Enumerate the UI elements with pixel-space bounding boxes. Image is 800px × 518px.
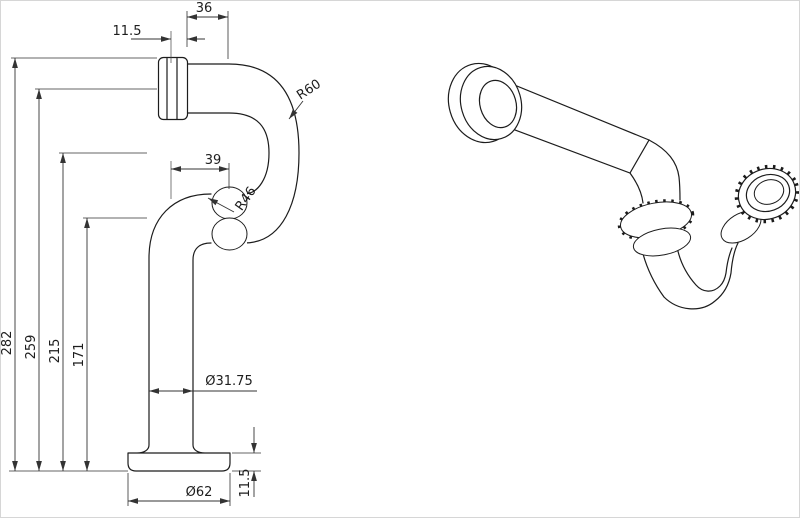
extension-lines	[9, 11, 261, 506]
inlet-nut-knurl-lines	[166, 57, 178, 120]
orthographic-view: 36 11.5 R60 39 R46 282 259 215 171	[1, 1, 324, 506]
dim-label-upper-bend-radius: R60	[294, 77, 324, 104]
dim-label-inlet-axis-height: 259	[24, 335, 39, 360]
dim-label-stub-length: 39	[205, 153, 222, 168]
downleg-washer-ring	[632, 227, 692, 257]
dim-label-inlet-offset: 11.5	[113, 24, 142, 39]
stub-union-nut-lower-ring	[211, 217, 248, 251]
trap-body	[629, 139, 739, 310]
inlet-union-nut	[157, 56, 189, 121]
downleg-nut-knurl	[617, 199, 695, 241]
dim-label-overall-height: 282	[1, 331, 15, 356]
inlet-pipe	[498, 81, 650, 174]
leader-upper-bend-radius	[288, 100, 304, 120]
dim-label-pipe-diameter: Ø31.75	[205, 374, 252, 389]
dim-label-base-diameter: Ø62	[186, 485, 213, 500]
dim-label-bend-axis-height: 215	[48, 339, 63, 364]
outlet-nut-knurl	[734, 164, 799, 224]
outlet-nut-face-ring	[745, 173, 791, 213]
dim-label-base-thickness: 11.5	[238, 469, 253, 498]
leader-lower-bend-radius	[207, 197, 235, 213]
dim-label-stub-axis-height: 171	[72, 343, 87, 368]
outlet-opening	[753, 179, 785, 205]
wall-flange-hub	[478, 79, 518, 129]
trap-outline	[127, 63, 300, 472]
dim-label-inlet-length: 36	[196, 1, 213, 16]
pictorial-view	[447, 62, 799, 310]
dimensions: 36 11.5 R60 39 R46 282 259 215 171	[1, 1, 324, 506]
